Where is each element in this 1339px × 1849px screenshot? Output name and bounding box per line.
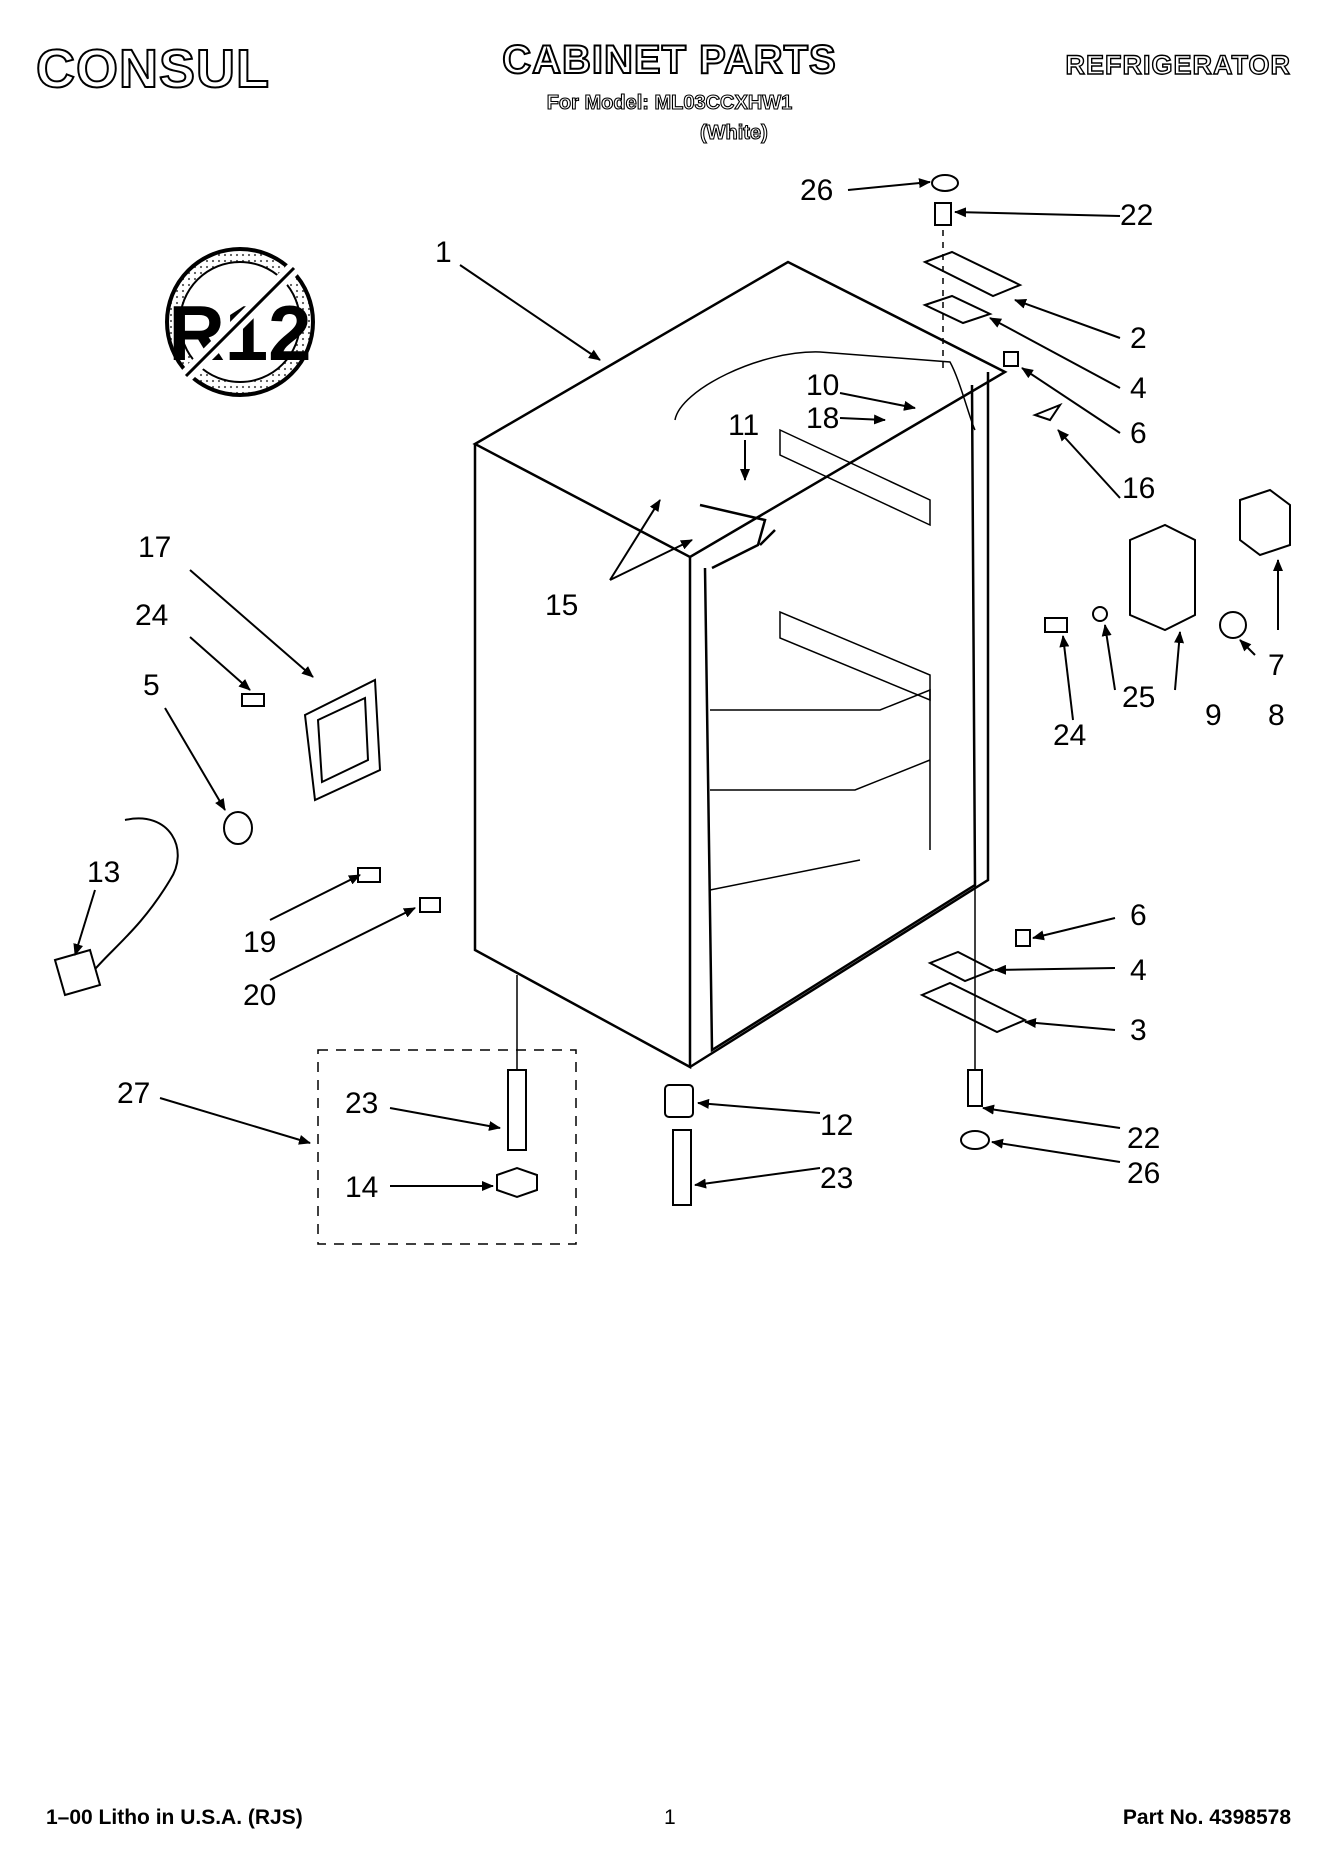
leveling-legs	[317, 975, 694, 1245]
callout-27: 27	[117, 1077, 150, 1110]
callout-4-bottom: 4	[1130, 954, 1147, 987]
callout-5: 5	[143, 669, 160, 702]
kit-boundary	[317, 1049, 577, 1245]
callout-22-top: 22	[1120, 199, 1153, 232]
callout-24-left: 24	[135, 599, 168, 632]
callout-23-right: 23	[820, 1162, 853, 1195]
callout-2: 2	[1130, 322, 1147, 355]
callout-26-top: 26	[800, 174, 833, 207]
callout-20: 20	[243, 979, 276, 1012]
callout-13: 13	[87, 856, 120, 889]
callout-7: 7	[1268, 649, 1285, 682]
leader-lines	[73, 178, 1283, 1191]
callout-6-top: 6	[1130, 417, 1147, 450]
footer-print-info: 1–00 Litho in U.S.A. (RJS)	[46, 1806, 303, 1829]
callout-24-right: 24	[1053, 719, 1086, 752]
callout-19: 19	[243, 926, 276, 959]
callout-11: 11	[728, 409, 759, 442]
callout-9: 9	[1205, 699, 1222, 732]
callout-14: 14	[345, 1171, 378, 1204]
product-type: REFRIGERATOR	[1065, 49, 1291, 80]
callout-12: 12	[820, 1109, 853, 1142]
no-r12-symbol-icon: R12	[165, 247, 315, 397]
brand-logo: CONSUL	[35, 38, 270, 100]
callout-8: 8	[1268, 699, 1285, 732]
thermostat-parts	[1044, 488, 1291, 639]
callout-18: 18	[806, 402, 839, 435]
callout-10: 10	[806, 369, 839, 402]
callout-3: 3	[1130, 1014, 1147, 1047]
callout-4-top: 4	[1130, 372, 1147, 405]
callout-16: 16	[1122, 472, 1155, 505]
callout-1: 1	[435, 236, 452, 269]
callout-25: 25	[1122, 681, 1155, 714]
model-number: For Model: ML03CCXHW1	[546, 91, 793, 114]
upper-hinge-parts	[922, 174, 1063, 422]
callout-6-bottom: 6	[1130, 899, 1147, 932]
callout-17: 17	[138, 531, 171, 564]
footer-page-number: 1	[664, 1806, 676, 1829]
footer-part-number: Part No. 4398578	[1122, 1806, 1291, 1829]
lower-hinge-parts	[919, 880, 1031, 1150]
callout-26-bottom: 26	[1127, 1157, 1160, 1190]
callout-labels: 26 22 1 2 4 6 16 10 18 11 15 17 24 5 13 …	[87, 174, 1285, 1204]
left-side-parts	[53, 678, 441, 997]
callout-15: 15	[545, 589, 578, 622]
model-color: (White)	[699, 121, 768, 144]
callout-23-left: 23	[345, 1087, 378, 1120]
cabinet-drawing	[472, 260, 1008, 1070]
page-title: CABINET PARTS	[501, 37, 837, 83]
callout-22-bottom: 22	[1127, 1122, 1160, 1155]
